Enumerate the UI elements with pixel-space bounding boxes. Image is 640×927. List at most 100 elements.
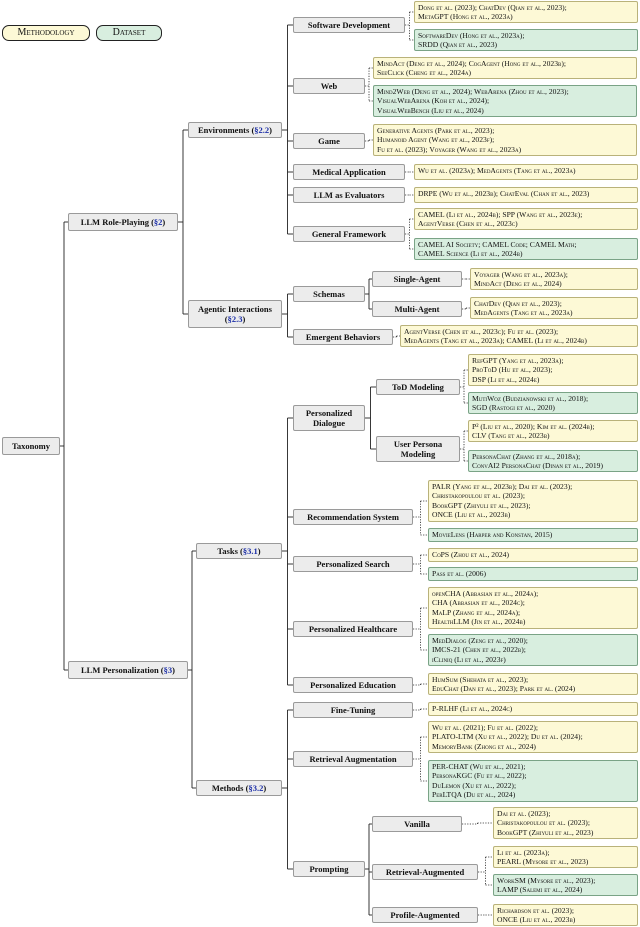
leaf-line: Christakopoulou et al. (2023); [497,818,590,828]
leaf-line: ConvAI2 PersonaChat (Dinan et al., 2019) [472,461,604,471]
leaf-line: VisualWebBench (Liu et al., 2024) [377,105,484,115]
leaf-line: IMCS-21 (Chen et al., 2022b); [432,645,526,655]
leaf-line: EduChat (Dan et al., 2023); Park et al. … [432,684,576,694]
node-gen: General Framework [293,226,405,242]
leaf-line: ONCE (Liu et al., 2023b) [432,510,511,520]
node-agi: Agentic Interactions (§2.3) [188,300,282,328]
dataset-leaf: SoftwareDev (Hong et al., 2023a);SRDD (Q… [414,29,638,51]
leaf-line: PER-CHAT (Wu et al., 2021); [432,762,526,771]
methodology-leaf: DRPE (Wu et al., 2023b); ChatEval (Chan … [414,187,638,203]
dataset-leaf: MovieLens (Harper and Konstan, 2015) [428,528,638,542]
leaf-line: Humanoid Agent (Wang et al., 2023f); [377,135,495,145]
section-ref[interactable]: §2 [153,217,163,227]
leaf-line: CAMEL AI Society; CAMEL Code; CAMEL Math… [418,240,577,249]
node-ft: Fine-Tuning [293,702,413,718]
leaf-line: MindAct (Deng et al., 2024); CogAgent (H… [377,59,566,68]
leaf-line: Pass et al. (2006) [432,569,487,578]
leaf-line: Christakopoulou et al. (2023); [432,491,525,501]
leaf-line: Wu et al. (2021); Fu et al. (2022); [432,723,538,732]
leaf-line: VisualWebArena (Koh et al., 2024); [377,96,490,106]
leaf-line: MindAct (Deng et al., 2024) [474,279,562,289]
dataset-leaf: WorkSM (Mysore et al., 2023);LAMP (Salem… [493,874,638,896]
dataset-leaf: CAMEL AI Society; CAMEL Code; CAMEL Math… [414,238,638,260]
dataset-leaf: Pass et al. (2006) [428,567,638,581]
node-med: Medical Application [293,164,405,180]
section-ref[interactable]: §2.2 [254,125,270,135]
node-upm: User Persona Modeling [376,436,460,462]
section-ref[interactable]: §3 [163,665,173,675]
section-ref[interactable]: §3.2 [248,783,264,793]
leaf-line: CHA (Abbasian et al., 2024c); [432,598,525,608]
leaf-line: BookGPT (Zhiyuli et al., 2023); [432,500,531,510]
methodology-leaf: CoPS (Zhou et al., 2024) [428,548,638,562]
node-pedu: Personalized Education [293,677,413,693]
leaf-line: LAMP (Salemi et al., 2024) [497,885,583,895]
leaf-line: PALR (Yang et al., 2023b); Dai et al. (2… [432,482,573,491]
node-pdial: Personalized Dialogue [293,405,365,431]
leaf-line: PEARL (Mysore et al., 2023) [497,857,589,867]
leaf-line: PersonaChat (Zhang et al., 2018a); [472,452,581,461]
methodology-leaf: Dai et al. (2023);Christakopoulou et al.… [493,807,638,839]
leaf-line: Li et al. (2023a); [497,848,550,857]
methodology-leaf: Generative Agents (Park et al., 2023);Hu… [373,124,637,156]
methodology-leaf: Wu et al. (2023a); MedAgents (Tang et al… [414,164,638,180]
leaf-line: HumSum (Shehata et al., 2023); [432,675,529,684]
leaf-line: PersonaKGC (Fu et al., 2022); [432,771,527,781]
leaf-line: SoftwareDev (Hong et al., 2023a); [418,31,525,40]
dataset-leaf: MedDialog (Zeng et al., 2020);IMCS-21 (C… [428,634,638,666]
dataset-leaf: Mind2Web (Deng et al., 2024); WebArena (… [373,85,637,117]
leaf-line: MetaGPT (Hong et al., 2023a) [418,12,513,22]
leaf-line: CoPS (Zhou et al., 2024) [432,550,510,559]
methodology-leaf: P² (Liu et al., 2020); Kim et al. (2024b… [468,420,638,442]
leaf-line: SRDD (Qian et al., 2023) [418,40,498,50]
node-game: Game [293,133,365,149]
leaf-line: Richardson et al. (2023); [497,906,574,915]
leaf-line: P-RLHF (Li et al., 2024c) [432,704,513,713]
leaf-line: ProToD (Hu et al., 2023); [472,365,553,375]
methodology-leaf: PALR (Yang et al., 2023b); Dai et al. (2… [428,480,638,522]
leaf-line: MovieLens (Harper and Konstan, 2015) [432,530,553,539]
node-taxonomy: Taxonomy [2,437,60,455]
leaf-line: Generative Agents (Park et al., 2023); [377,126,495,135]
dataset-leaf: PersonaChat (Zhang et al., 2018a);ConvAI… [468,450,638,472]
leaf-line: P² (Liu et al., 2020); Kim et al. (2024b… [472,422,595,431]
leaf-line: HealthLLM (Jin et al., 2024b) [432,617,526,627]
leaf-line: AgentVerse (Chen et al., 2023c); Fu et a… [404,327,559,336]
leaf-line: RefGPT (Yang et al., 2023a); [472,356,564,365]
node-tod: ToD Modeling [376,379,460,395]
legend-dataset: Dataset [96,25,162,41]
methodology-leaf: RefGPT (Yang et al., 2023a);ProToD (Hu e… [468,354,638,386]
leaf-line: DSP (Li et al., 2024e) [472,374,540,384]
methodology-leaf: Wu et al. (2021); Fu et al. (2022);PLATO… [428,721,638,753]
node-retaug: Retrieval-Augmented [372,864,478,880]
leaf-line: CAMEL (Li et al., 2024b); SPP (Wang et a… [418,210,583,219]
leaf-line: MedDialog (Zeng et al., 2020); [432,636,528,645]
node-sw: Software Development [293,17,405,33]
leaf-line: DRPE (Wu et al., 2023b); ChatEval (Chan … [418,189,590,198]
leaf-line: MutiWoz (Budzianowski et al., 2018); [472,394,589,403]
leaf-line: Wu et al. (2023a); MedAgents (Tang et al… [418,166,576,175]
methodology-leaf: openCHA (Abbasian et al., 2024a);CHA (Ab… [428,587,638,629]
node-methods: Methods (§3.2) [196,780,282,796]
leaf-line: AgentVerse (Chen et al., 2023c) [418,219,518,229]
methodology-leaf: Voyager (Wang et al., 2023a);MindAct (De… [470,268,638,290]
node-recsys: Recommendation System [293,509,413,525]
legend-methodology: Methodology [2,25,90,41]
node-rp: LLM Role-Playing (§2) [68,213,178,231]
leaf-line: PerLTQA (Du et al., 2024) [432,790,516,800]
section-ref[interactable]: §3.1 [242,546,258,556]
node-emerg: Emergent Behaviors [293,329,393,345]
methodology-leaf: P-RLHF (Li et al., 2024c) [428,702,638,716]
methodology-leaf: Li et al. (2023a);PEARL (Mysore et al., … [493,846,638,868]
node-psearch: Personalized Search [293,556,413,572]
section-ref[interactable]: §2.3 [227,314,243,324]
leaf-line: MedAgents (Tang et al., 2023a); CAMEL (L… [404,336,587,346]
methodology-leaf: AgentVerse (Chen et al., 2023c); Fu et a… [400,325,638,347]
node-profaug: Profile-Augmented [372,907,478,923]
leaf-line: WorkSM (Mysore et al., 2023); [497,876,596,885]
dataset-leaf: PER-CHAT (Wu et al., 2021);PersonaKGC (F… [428,760,638,802]
dataset-leaf: MutiWoz (Budzianowski et al., 2018);SGD … [468,392,638,414]
leaf-line: Fu et al. (2023); Voyager (Wang et al., … [377,144,522,154]
node-ra: Retrieval Augmentation [293,751,413,767]
